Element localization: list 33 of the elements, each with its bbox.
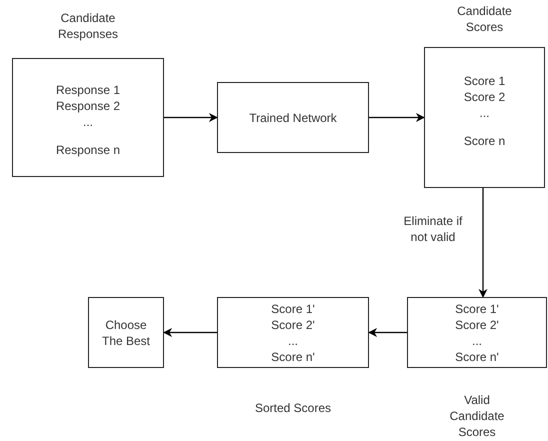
process-box	[217, 82, 369, 153]
arrow	[478, 188, 488, 298]
process-box	[217, 297, 369, 368]
arrow	[163, 328, 217, 337]
box-text: Score 1'	[455, 300, 499, 316]
process-box	[407, 297, 547, 368]
box-text: Score n'	[455, 348, 499, 364]
box-text: Score 2'	[455, 316, 499, 332]
box-heading: Valid Candidate Scores	[448, 392, 506, 440]
process-box	[88, 297, 164, 368]
arrow	[369, 113, 425, 122]
box-heading: Candidate Responses	[56, 10, 120, 42]
box-text: ...	[288, 332, 298, 348]
box-text: Score n'	[271, 348, 315, 364]
box-text: Score n	[464, 132, 506, 148]
box-text: ...	[82, 114, 93, 130]
arrow	[368, 328, 407, 337]
box-text: Response 1	[56, 82, 120, 98]
box-text: Response 2	[56, 98, 120, 114]
box-text: ...	[479, 104, 490, 120]
box-text: Score 1'	[271, 300, 315, 316]
box-text: Score 1	[464, 72, 506, 88]
box-text: Response n	[56, 142, 120, 158]
box-text: Choose The Best	[100, 316, 152, 348]
box-text: ...	[472, 332, 482, 348]
box-heading: Sorted Scores	[254, 400, 332, 416]
process-box	[424, 47, 545, 188]
process-box	[12, 58, 164, 177]
box-text: Score 2'	[271, 316, 315, 332]
box-heading: Candidate Scores	[456, 3, 513, 35]
box-text: Score 2	[464, 88, 506, 104]
arrow	[164, 113, 218, 122]
box-text: Trained Network	[249, 110, 337, 126]
